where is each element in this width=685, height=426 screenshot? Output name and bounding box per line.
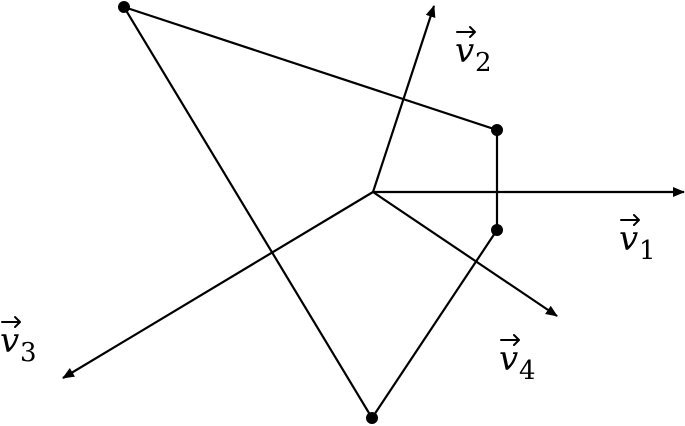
vertex-right-upper: [491, 124, 503, 136]
vector-v1-label-base: v: [619, 219, 638, 259]
vector-v2-label: v 2: [455, 26, 492, 78]
vertex-bottom: [366, 412, 378, 424]
vector-v3-arrow: [62, 191, 374, 379]
vector-v4-label: v 4: [499, 334, 536, 386]
vector-v1-label-subscript: 1: [639, 236, 656, 266]
edge-top-left-to-right-upper: [122, 5, 499, 132]
vector-v4-label-subscript: 4: [519, 356, 536, 386]
vector-v2-label-base: v: [455, 31, 474, 71]
vector-v3-label-base: v: [0, 321, 19, 361]
vertex-top-left: [118, 1, 130, 13]
vector-v2-overarrow: [456, 26, 476, 38]
vector-v2-arrow: [371, 5, 436, 193]
vector-v2-label-subscript: 2: [475, 48, 492, 78]
edge-right-lower-to-bottom: [370, 228, 499, 420]
vector-arrows: [62, 5, 685, 379]
vector-v3-overarrow: [1, 316, 21, 328]
vector-v3-label: v 3: [0, 316, 37, 368]
vector-v3-label-subscript: 3: [20, 338, 37, 368]
vector-v4-arrow: [372, 191, 558, 317]
polygon-edges: [122, 5, 499, 420]
vector-v1-label: v 1: [619, 214, 656, 266]
polygon-vertices: [118, 1, 503, 424]
vector-v4-label-base: v: [499, 339, 518, 379]
edge-bottom-to-top-left: [122, 5, 374, 420]
vector-v1-overarrow: [620, 214, 640, 226]
vector-v4-overarrow: [500, 334, 520, 346]
vertex-right-lower: [491, 224, 503, 236]
